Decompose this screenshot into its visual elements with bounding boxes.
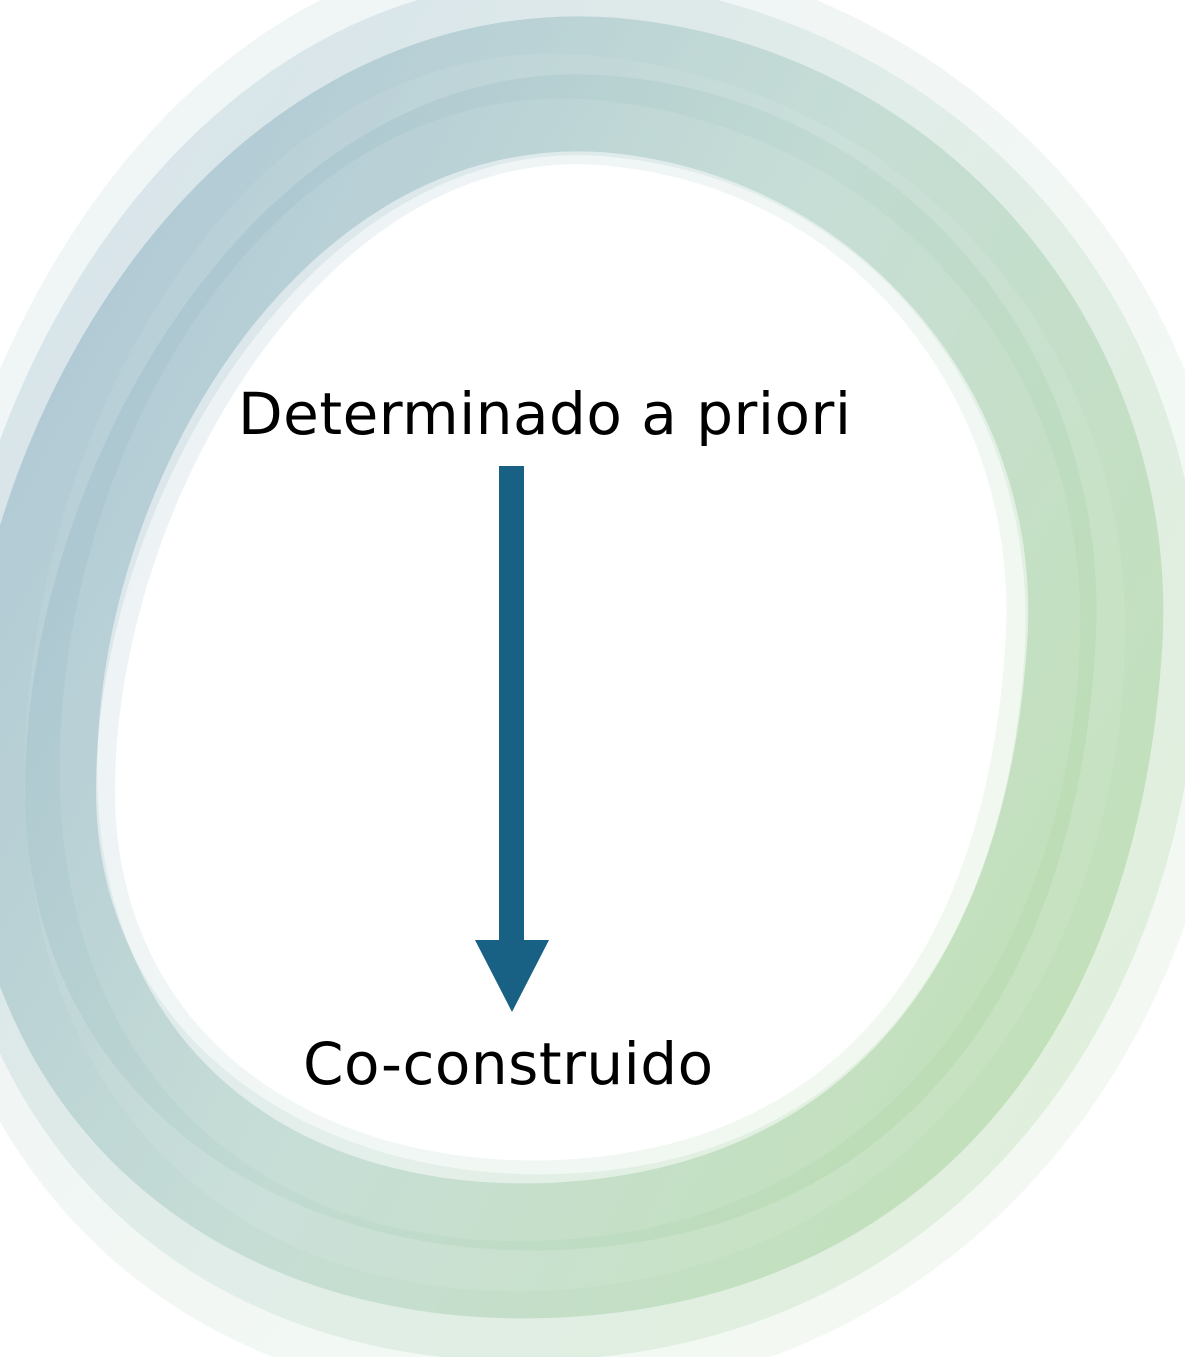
label-coconstruido: Co-construido bbox=[303, 1030, 714, 1098]
arrow-shaft bbox=[499, 466, 524, 942]
label-determinado: Determinado a priori bbox=[238, 380, 852, 448]
ring-stroke-inner bbox=[24, 74, 1097, 1251]
ring-inner-highlight bbox=[95, 155, 1026, 1175]
arrow-head bbox=[475, 940, 549, 1012]
